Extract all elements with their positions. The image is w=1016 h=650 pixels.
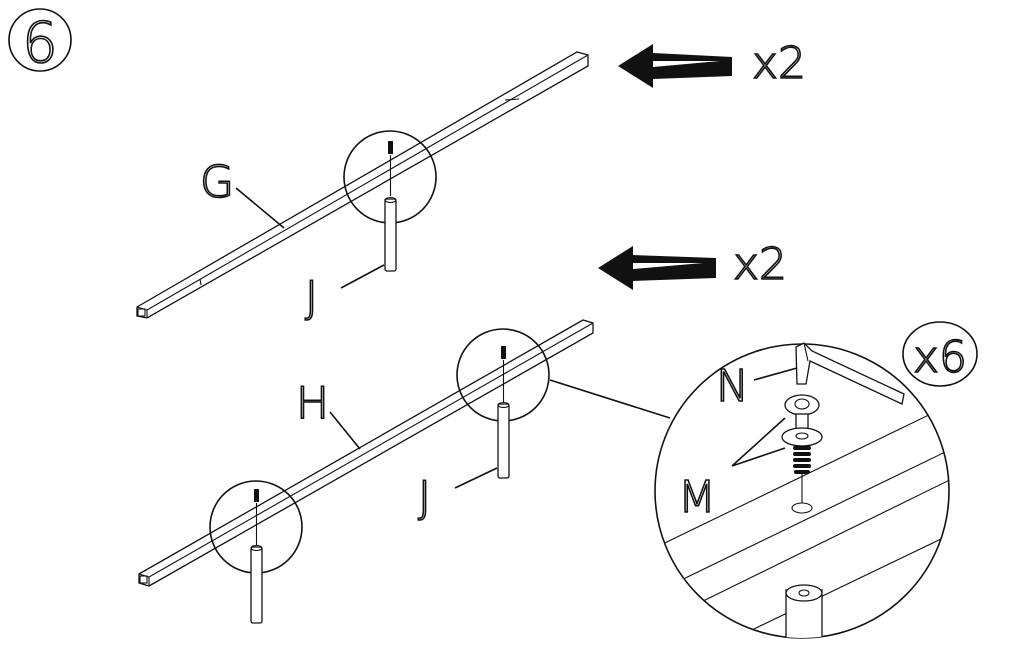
- quantity-bottom-rail: x2: [733, 239, 787, 290]
- step-number: 6: [22, 11, 58, 76]
- arrow-icon-bottom: [598, 246, 716, 290]
- part-label-n: N: [716, 361, 749, 412]
- rail-g: [136, 51, 589, 319]
- leg-post-j-mid: [497, 403, 510, 479]
- part-label-m: M: [678, 472, 716, 523]
- washer-icon: [781, 427, 823, 447]
- step-badge: 6: [8, 8, 72, 77]
- leg-post-j-top: [384, 198, 397, 272]
- screw-icon: [781, 394, 823, 474]
- magnified-detail: [654, 342, 950, 639]
- arrow-icon-top: [618, 44, 732, 88]
- rail-h: [138, 319, 594, 587]
- magnify-leader: [549, 379, 671, 419]
- hardware-quantity-badge: x6: [902, 321, 978, 387]
- detail-circle-top: [343, 130, 437, 272]
- part-label-j-top: J: [305, 272, 318, 323]
- quantity-hardware: x6: [913, 332, 967, 383]
- part-label-j-bottom: J: [418, 472, 431, 523]
- part-label-h: H: [296, 378, 329, 429]
- detail-circle-left: [209, 480, 303, 624]
- quantity-top-rail: x2: [752, 38, 806, 89]
- part-label-g: G: [200, 157, 234, 208]
- hex-key-icon: [795, 342, 905, 405]
- leg-post-j-left: [250, 546, 263, 624]
- detail-circle-mid: [456, 328, 550, 479]
